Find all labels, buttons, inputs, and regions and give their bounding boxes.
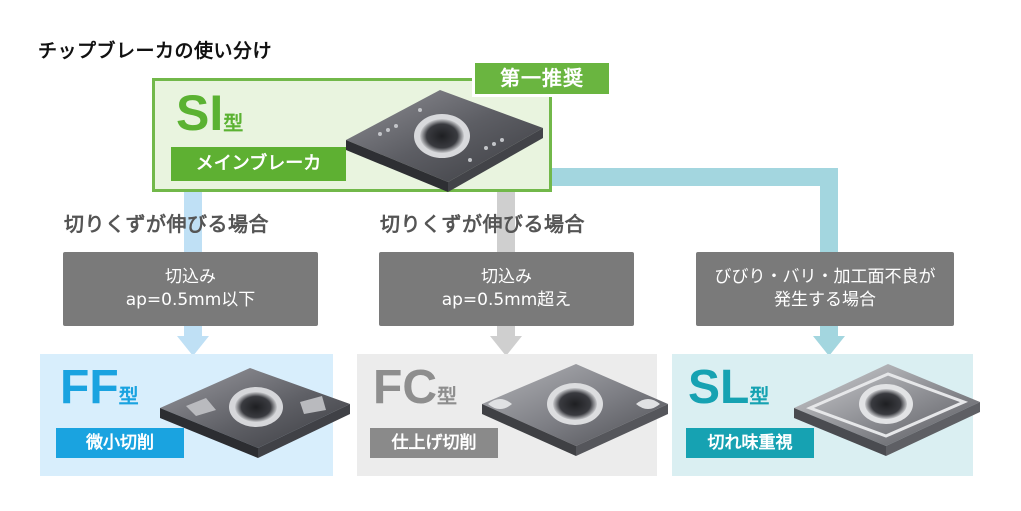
sl-info-line1: びびり・バリ・加工面不良が (714, 267, 936, 288)
sl-info-box: びびり・バリ・加工面不良が 発生する場合 (696, 252, 954, 326)
first-recommend-badge: 第一推奨 (472, 60, 612, 97)
si-type-letters: SI (176, 85, 224, 141)
ff-arrow-head (177, 336, 209, 356)
si-type-suffix: 型 (223, 111, 244, 135)
fc-arrow-head (490, 336, 522, 356)
fc-type-name: FC型 (373, 364, 457, 412)
ff-type-name: FF型 (60, 364, 139, 412)
ff-condition-label: 切りくずが伸びる場合 (64, 212, 269, 236)
sl-sub-label: 切れ味重視 (686, 428, 814, 458)
sl-type-suffix: 型 (749, 384, 770, 408)
fc-type-suffix: 型 (436, 384, 457, 408)
ff-type-suffix: 型 (118, 384, 139, 408)
ff-sub-label: 微小切削 (56, 428, 184, 458)
ff-connector-line-top (184, 192, 202, 254)
ff-type-letters: FF (60, 361, 119, 414)
ff-info-line2: ap=0.5mm以下 (125, 290, 256, 310)
page-title: チップブレーカの使い分け (38, 40, 273, 62)
fc-info-line2: ap=0.5mm超え (441, 290, 572, 310)
ff-info-box: 切込み ap=0.5mm以下 (63, 252, 318, 326)
fc-info-box: 切込み ap=0.5mm超え (379, 252, 634, 326)
ff-info-line1: 切込み (165, 267, 216, 288)
si-sub-label: メインブレーカ (171, 147, 346, 181)
fc-sub-label: 仕上げ切削 (370, 428, 498, 458)
sl-type-name: SL型 (688, 364, 769, 412)
sl-connector-line-vertical (820, 168, 838, 254)
fc-connector-line-top (497, 192, 515, 254)
sl-connector-line-horizontal (552, 168, 838, 186)
sl-info-line2: 発生する場合 (774, 290, 876, 310)
sl-type-letters: SL (688, 361, 750, 414)
si-type-name: SI型 (176, 88, 243, 138)
fc-condition-label: 切りくずが伸びる場合 (380, 212, 585, 236)
sl-arrow-head (813, 336, 845, 356)
fc-type-letters: FC (373, 361, 437, 414)
fc-info-line1: 切込み (481, 267, 532, 288)
